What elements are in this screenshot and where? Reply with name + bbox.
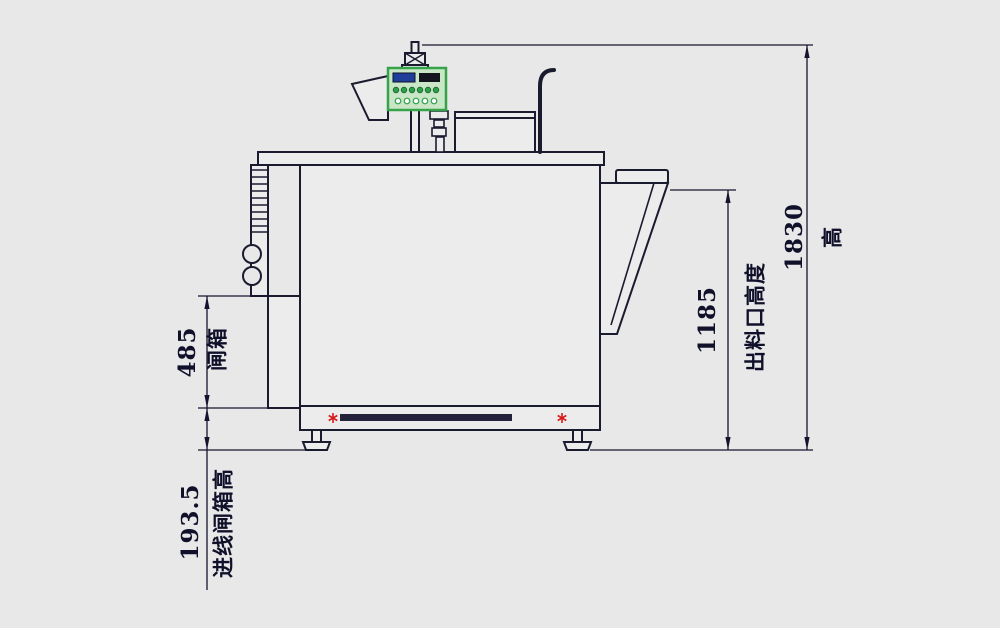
machine-outline — [242, 41, 670, 451]
cable-gland-icon — [242, 244, 262, 264]
feed-hopper — [350, 74, 389, 121]
dim-gate-box-label: 闸箱 — [205, 327, 230, 371]
dimension-annotations — [198, 44, 813, 590]
extension-lines — [198, 44, 813, 451]
panel-buttons-row — [394, 97, 438, 105]
panel-buttons-row — [392, 86, 440, 94]
cable-gland-icon — [242, 266, 262, 286]
base-slot — [340, 414, 512, 421]
bent-pipe — [538, 68, 556, 154]
dim-inlet-gate-label: 进线闸箱高 — [211, 468, 236, 578]
dim-inlet-gate-value: 193.5 — [177, 483, 204, 560]
dim-overall-height-value: 1830 — [781, 203, 808, 271]
dim-gate-box-value: 485 — [174, 326, 201, 377]
dimension-labels: 1830 高 1185 出料口高度 485 闸箱 193.5 进线闸箱高 — [174, 203, 845, 578]
vent-grille-lines — [251, 169, 268, 233]
panel-display-dark — [419, 73, 440, 82]
datum-star-icon — [557, 413, 567, 423]
datum-star-icon — [328, 413, 338, 423]
dim-outlet-height-value: 1185 — [694, 286, 721, 354]
dimension-arrowheads — [204, 45, 810, 450]
control-panel — [386, 66, 448, 112]
signal-lamp-icon — [401, 41, 429, 69]
dim-outlet-height-label: 出料口高度 — [743, 262, 768, 372]
outlet-cap — [615, 169, 669, 184]
machine-body — [299, 164, 601, 407]
leveling-foot — [562, 429, 593, 451]
leveling-foot — [301, 429, 332, 451]
discharge-chute — [599, 182, 670, 335]
panel-display-blue — [392, 72, 416, 83]
inlet-gate-box — [267, 295, 301, 409]
panel-pole — [410, 109, 420, 153]
cable-connector — [429, 110, 449, 153]
dim-overall-height-label: 高 — [820, 226, 845, 248]
top-lid — [257, 151, 605, 166]
discharge-chute-inner-wall — [610, 182, 655, 326]
